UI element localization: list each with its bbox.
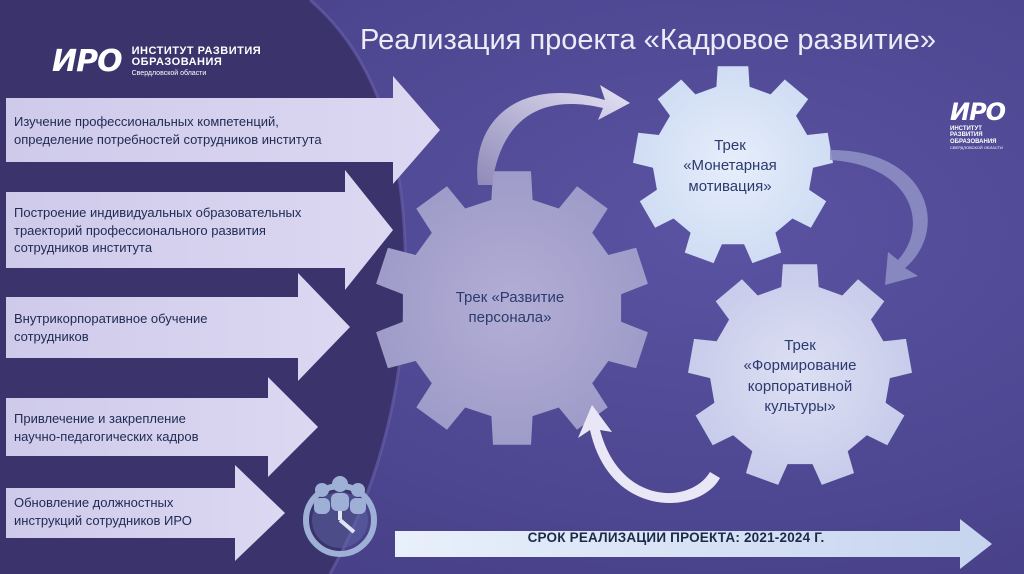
arrow-1-line-1: Изучение профессиональных компетенций, — [14, 114, 279, 129]
arrow-3-line-1: Внутрикорпоративное обучение — [14, 311, 208, 326]
arrow-4-line-1: Привлечение и закрепление — [14, 411, 186, 426]
gear-culture-line-1: Трек — [784, 337, 816, 354]
logo-right-line-1: ИНСТИТУТ — [950, 126, 982, 132]
arrow-text-2: Построение индивидуальных образовательны… — [14, 204, 301, 257]
iro-logo-right: ИРО ИНСТИТУТ РАЗВИТИЯ ОБРАЗОВАНИЯ СВЕРДЛ… — [950, 98, 1020, 150]
team-clock-icon — [303, 476, 377, 557]
period-arrow-shape — [395, 519, 992, 569]
arrow-text-5: Обновление должностных инструкций сотруд… — [14, 494, 192, 529]
cycle-arrow-1 — [477, 85, 630, 185]
arrow-shape-3 — [6, 273, 350, 381]
arrow-text-3: Внутрикорпоративное обучение сотрудников — [14, 310, 207, 345]
gear-label-personnel: Трек «Развитие персонала» — [420, 288, 600, 329]
logo-right-line-3: ОБРАЗОВАНИЯ — [950, 138, 997, 145]
gear-personnel-line-2: персонала» — [468, 309, 552, 327]
arrow-text-4: Привлечение и закрепление научно-педагог… — [14, 410, 198, 445]
iro-logo: ИРО ИНСТИТУТ РАЗВИТИЯ ОБРАЗОВАНИЯ Свердл… — [52, 44, 261, 79]
arrow-2-line-3: сотрудников института — [14, 240, 153, 256]
gear-culture — [688, 264, 912, 485]
arrow-3-line-2: сотрудников — [14, 328, 89, 344]
logo-line-2: ОБРАЗОВАНИЯ — [131, 56, 223, 68]
slide-title: Реализация проекта «Кадровое развитие» — [360, 24, 936, 56]
logo-line-3: Свердловской области — [131, 70, 207, 77]
arrow-5-line-1: Обновление должностных — [14, 495, 174, 510]
cycle-arrow-2 — [830, 150, 928, 285]
gear-monetary-line-2: «Монетарная — [683, 157, 777, 175]
arrow-shape-5 — [6, 465, 285, 561]
cycle-arrow-3 — [578, 405, 720, 504]
arrow-5-line-2: инструкций сотрудников ИРО — [14, 512, 192, 528]
arrow-shape-4 — [6, 377, 318, 477]
logo-text: ИНСТИТУТ РАЗВИТИЯ ОБРАЗОВАНИЯ Свердловск… — [131, 45, 262, 78]
logo-right-line-2: РАЗВИТИЯ — [950, 132, 983, 139]
logo-right-line-4: СВЕРДЛОВСКОЙ ОБЛАСТИ — [950, 144, 1003, 150]
gear-label-monetary: Трек «Монетарная мотивация» — [655, 136, 805, 197]
project-period-label: СРОК РЕАЛИЗАЦИИ ПРОЕКТА: 2021-2024 Г. — [527, 530, 825, 545]
arrow-text-1: Изучение профессиональных компетенций, о… — [14, 113, 322, 148]
arrow-4-line-2: научно-педагогических кадров — [14, 428, 199, 444]
arrow-shape-1 — [6, 76, 440, 184]
gear-personnel — [376, 171, 648, 445]
logo-right-mark: ИРО — [950, 98, 1006, 126]
gear-monetary — [633, 66, 833, 264]
gear-personnel-line-1: Трек «Развитие — [455, 289, 565, 306]
gear-culture-line-2: «Формирование — [743, 357, 857, 375]
logo-line-1: ИНСТИТУТ РАЗВИТИЯ — [131, 45, 262, 57]
gear-label-culture: Трек «Формирование корпоративной культур… — [725, 336, 875, 417]
arrow-2-line-1: Построение индивидуальных образовательны… — [14, 205, 302, 220]
logo-mark: ИРО — [52, 44, 123, 79]
gear-monetary-line-3: мотивация» — [688, 177, 772, 195]
gear-culture-line-4: культуры» — [764, 397, 836, 415]
arrow-2-line-2: траекторий профессионального развития — [14, 222, 266, 238]
gear-culture-line-3: корпоративной — [747, 377, 853, 395]
arrow-shape-2 — [6, 170, 393, 290]
gear-monetary-line-1: Трек — [714, 137, 746, 154]
arrow-1-line-2: определение потребностей сотрудников инс… — [14, 131, 322, 147]
